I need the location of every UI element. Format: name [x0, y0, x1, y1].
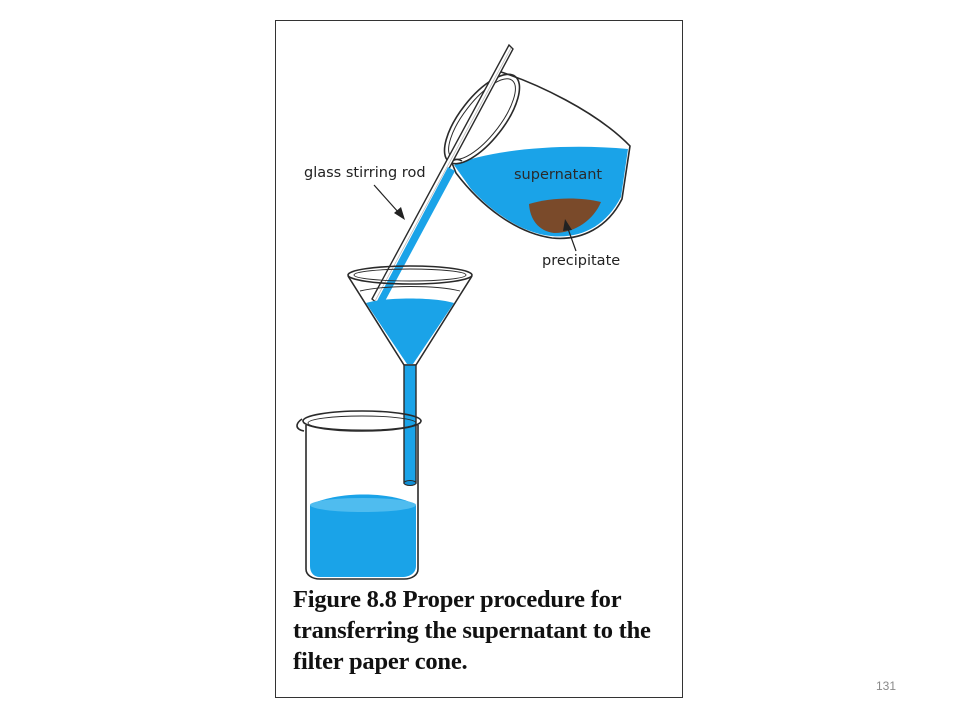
filtrate-liquid: [310, 494, 416, 577]
supernatant-label: supernatant: [514, 167, 602, 183]
funnel-stem: [403, 364, 417, 484]
caption-text: Proper procedure for transferring the su…: [293, 586, 651, 675]
rod-label: glass stirring rod: [304, 165, 426, 181]
precipitate-callout: precipitate: [542, 219, 620, 269]
figure-caption: Figure 8.8 Proper procedure for transfer…: [293, 584, 673, 677]
precipitate-layer: [529, 198, 601, 233]
pouring-beaker: [443, 70, 631, 240]
receiving-beaker: [296, 410, 422, 580]
precipitate-label: precipitate: [542, 253, 620, 269]
funnel: [347, 265, 473, 486]
supernatant-callout: supernatant: [514, 167, 602, 183]
filtration-illustration: glass stirring rod supernatant precipita…: [296, 43, 631, 580]
funnel-liquid: [366, 298, 454, 364]
figure-number: Figure 8.8: [293, 586, 397, 613]
rod-callout: glass stirring rod: [304, 165, 426, 220]
slide-number: 131: [876, 679, 897, 693]
figure-frame: glass stirring rod supernatant precipita…: [275, 20, 683, 698]
